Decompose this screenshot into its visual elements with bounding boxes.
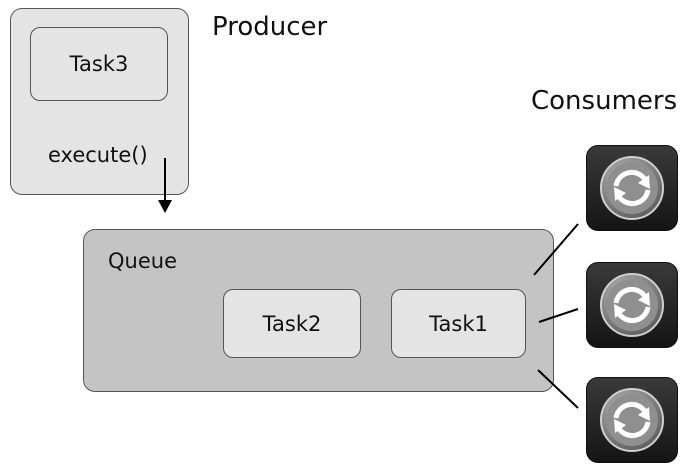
producer-title: Producer [212,12,328,42]
connector-consumer-3 [537,369,579,409]
task1-box: Task1 [391,289,526,358]
consumers-title: Consumers [531,86,678,116]
task2-label: Task2 [262,311,322,336]
connector-consumer-2 [538,308,579,323]
refresh-icon [600,156,664,220]
execute-arrowhead [158,200,172,213]
consumer-2 [586,262,678,348]
execute-label: execute() [48,143,148,167]
consumer-3 [586,377,678,463]
task1-label: Task1 [429,311,488,336]
refresh-icon [600,388,664,452]
task3-box: Task3 [30,27,168,101]
task2-box: Task2 [223,289,361,358]
queue-title: Queue [108,249,177,273]
connector-consumer-1 [533,223,579,276]
consumer-1 [586,145,678,231]
task3-label: Task3 [69,52,129,76]
refresh-icon [600,273,664,337]
